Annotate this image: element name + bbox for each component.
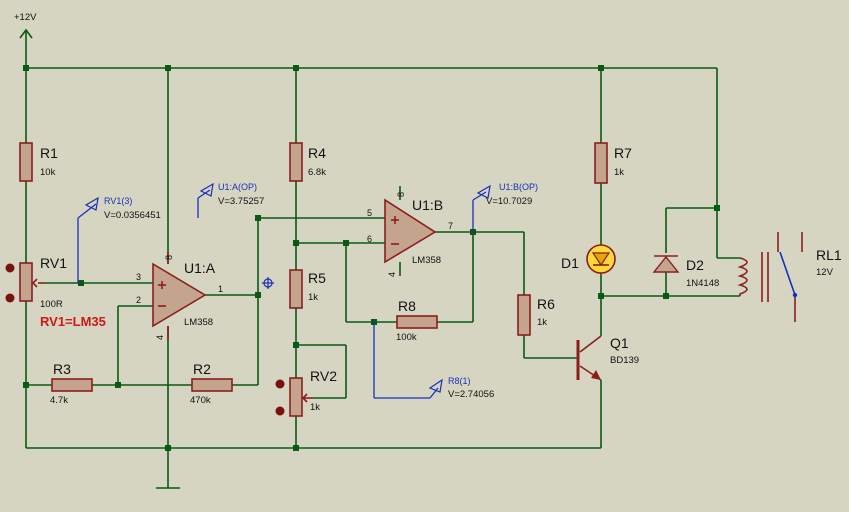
u1b-pin7: 7 xyxy=(448,221,453,231)
probe-u1b-name: U1:B(OP) xyxy=(499,182,538,192)
u1a-pin3: 3 xyxy=(136,272,141,282)
probe-u1b[interactable]: U1:B(OP) V=10.7029 xyxy=(472,182,538,232)
d2-value: 1N4148 xyxy=(686,278,719,289)
r3-ref: R3 xyxy=(53,361,71,377)
r7-value: 1k xyxy=(614,167,624,178)
r7-ref: R7 xyxy=(614,145,632,161)
power-terminal-12v[interactable]: +12V xyxy=(14,12,37,42)
r4-ref: R4 xyxy=(308,145,326,161)
u1b-pin5: 5 xyxy=(367,208,372,218)
probe-u1a-value: V=3.75257 xyxy=(218,196,264,207)
transistor-q1[interactable]: Q1 BD139 xyxy=(576,335,639,381)
d1-ref: D1 xyxy=(561,255,579,271)
diode-d2[interactable]: D2 1N4148 xyxy=(652,255,719,289)
u1b-pin4: 4 xyxy=(387,272,397,277)
opamp-u1b[interactable]: U1:B LM358 5 6 7 8 4 xyxy=(367,192,453,277)
r1-ref: R1 xyxy=(40,145,58,161)
u1a-pin4: 4 xyxy=(155,335,165,340)
probe-rv1-value: V=0.0356451 xyxy=(104,210,161,221)
probe-r8[interactable]: R8(1) V=2.74056 xyxy=(373,322,494,400)
probe-u1b-value: V=10.7029 xyxy=(486,196,532,207)
u1b-ref: U1:B xyxy=(412,197,443,213)
r6-value: 1k xyxy=(537,317,547,328)
resistor-r2[interactable]: R2 470k xyxy=(190,361,233,406)
u1b-pin6: 6 xyxy=(367,234,372,244)
resistor-r5[interactable]: R5 1k xyxy=(289,269,326,309)
relay-rl1[interactable]: RL1 12V xyxy=(737,232,842,322)
wires xyxy=(25,42,740,488)
u1a-pin1: 1 xyxy=(218,284,223,294)
power-label: +12V xyxy=(14,12,37,23)
u1a-pin8: 8 xyxy=(164,255,174,260)
resistor-r1[interactable]: R1 10k xyxy=(19,142,58,182)
u1a-value: LM358 xyxy=(184,317,213,328)
led-d1[interactable]: D1 xyxy=(561,244,616,274)
sensor-note: RV1=LM35 xyxy=(40,314,106,329)
r2-ref: R2 xyxy=(193,361,211,377)
potentiometer-rv2[interactable]: RV2 1k xyxy=(275,368,338,417)
r3-value: 4.7k xyxy=(50,395,68,406)
u1a-pin2: 2 xyxy=(136,295,141,305)
rv2-value: 1k xyxy=(310,402,320,413)
rv2-ref: RV2 xyxy=(310,368,337,384)
resistor-r4[interactable]: R4 6.8k xyxy=(289,142,326,182)
probe-rv1[interactable]: RV1(3) V=0.0356451 xyxy=(77,196,161,283)
resistor-r8[interactable]: R8 100k xyxy=(396,298,438,343)
probe-r8-value: V=2.74056 xyxy=(448,389,494,400)
potentiometer-rv1[interactable]: RV1 100R xyxy=(5,255,68,310)
d2-ref: D2 xyxy=(686,257,704,273)
q1-ref: Q1 xyxy=(610,335,629,351)
resistor-r6[interactable]: R6 1k xyxy=(517,294,555,336)
crosshair-marker-icon xyxy=(262,277,274,289)
rv1-ref: RV1 xyxy=(40,255,67,271)
r1-value: 10k xyxy=(40,167,56,178)
probe-u1a[interactable]: U1:A(OP) V=3.75257 xyxy=(197,182,264,218)
r4-value: 6.8k xyxy=(308,167,326,178)
r6-ref: R6 xyxy=(537,296,555,312)
r5-ref: R5 xyxy=(308,270,326,286)
opamp-u1a[interactable]: U1:A LM358 3 2 1 8 4 xyxy=(136,252,223,340)
probe-r8-name: R8(1) xyxy=(448,376,471,386)
rl1-value: 12V xyxy=(816,267,834,278)
r5-value: 1k xyxy=(308,292,318,303)
q1-value: BD139 xyxy=(610,355,639,366)
u1a-ref: U1:A xyxy=(184,260,216,276)
probe-rv1-name: RV1(3) xyxy=(104,196,132,206)
rv1-value: 100R xyxy=(40,299,63,310)
resistor-r3[interactable]: R3 4.7k xyxy=(50,361,93,406)
r8-value: 100k xyxy=(396,332,417,343)
rl1-ref: RL1 xyxy=(816,247,842,263)
r2-value: 470k xyxy=(190,395,211,406)
probe-u1a-name: U1:A(OP) xyxy=(218,182,257,192)
u1b-value: LM358 xyxy=(412,255,441,266)
r8-ref: R8 xyxy=(398,298,416,314)
u1b-pin8: 8 xyxy=(396,192,406,197)
resistor-r7[interactable]: R7 1k xyxy=(594,142,632,184)
